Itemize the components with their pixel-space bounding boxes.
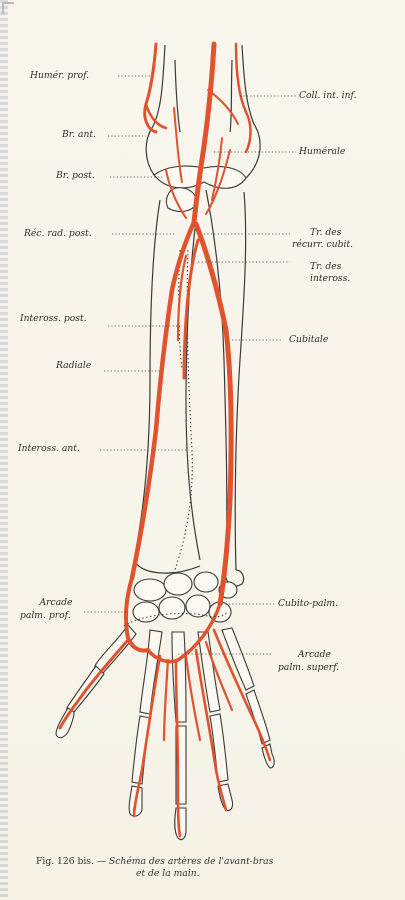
label-tr-recurr-line1: Tr. des	[310, 228, 341, 238]
label-arcade-superf-line2: palm. superf.	[278, 663, 339, 673]
label-br-ant: Br. ant.	[62, 130, 96, 140]
label-arcade-superf-line1: Arcade	[298, 650, 331, 660]
leader-lines	[84, 76, 296, 654]
label-radiale: Radiale	[56, 361, 91, 371]
label-inteross-ant: Inteross. ant.	[18, 444, 80, 454]
arteries	[60, 44, 270, 836]
caption-line2: et de la main.	[36, 868, 366, 880]
label-br-post: Br. post.	[56, 171, 95, 181]
label-rec-rad-post: Réc. rad. post.	[24, 229, 92, 239]
caption-line1: — Schéma des artères de l'avant-bras	[97, 856, 273, 867]
label-tr-inteross-line2: inteross.	[310, 274, 350, 284]
label-inteross-post: Inteross. post.	[20, 314, 87, 324]
label-arcade-prof-line1: Arcade	[30, 598, 82, 608]
label-humerale: Humérale	[299, 147, 345, 157]
figure-caption: Fig. 126 bis. — Schéma des artères de l'…	[36, 856, 366, 880]
label-coll-int-inf: Coll. int. inf.	[299, 91, 357, 101]
label-cubitale: Cubitale	[289, 335, 328, 345]
label-tr-recurr-line2: récurr. cubit.	[292, 240, 353, 250]
caption-fig-number: Fig. 126 bis.	[36, 856, 94, 867]
label-cubito-palm: Cubito-palm.	[278, 599, 338, 609]
label-humer-prof: Humér. prof.	[30, 71, 89, 81]
ulna-bone	[206, 190, 246, 586]
label-tr-inteross-line1: Tr. des	[310, 262, 341, 272]
label-arcade-prof-line2: palm. prof.	[20, 611, 71, 621]
